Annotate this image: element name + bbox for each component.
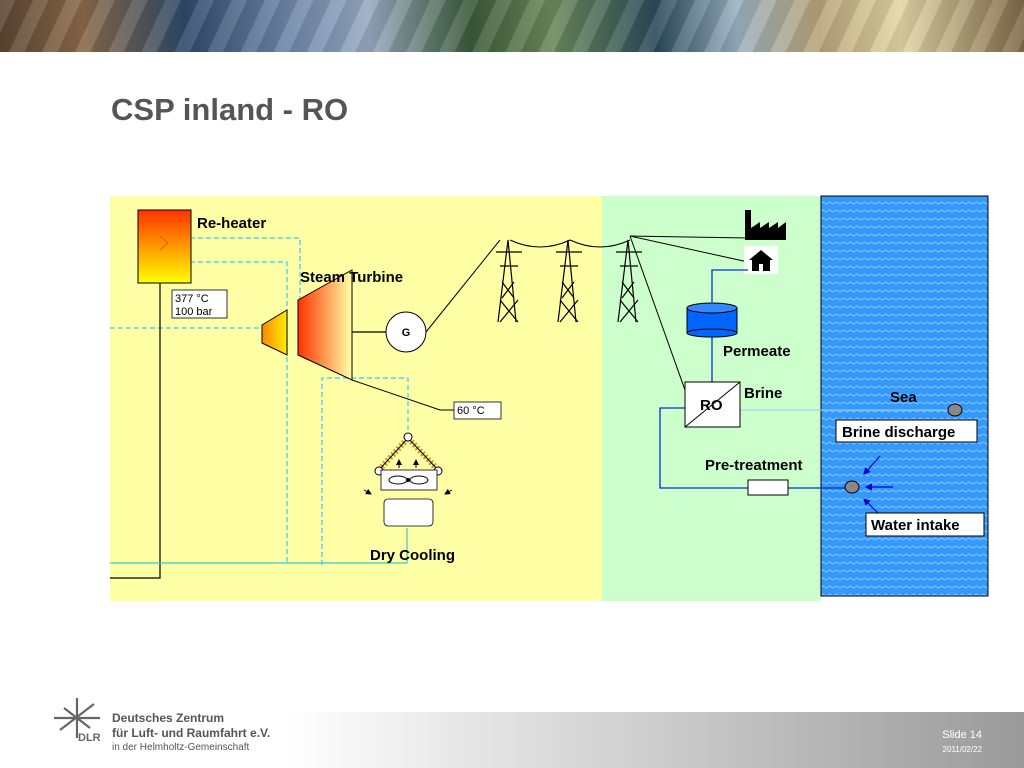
pre-treatment-label: Pre-treatment	[705, 457, 803, 474]
intake-arrow	[863, 455, 881, 475]
hp-turbine	[261, 309, 288, 356]
slide-title: CSP inland - RO	[111, 92, 349, 127]
permeate-tank	[686, 302, 738, 338]
org-name-line-2: für Luft- und Raumfahrt e.V.	[112, 726, 271, 740]
dashed-steam-lines	[110, 237, 409, 565]
factory-icon	[745, 210, 786, 240]
transmission-tower-icon	[556, 239, 582, 323]
water-intake-inlet	[844, 480, 860, 494]
brine-label: Brine	[744, 385, 782, 402]
permeate-label: Permeate	[723, 343, 791, 360]
dry-cooling-label: Dry Cooling	[370, 547, 455, 564]
cooling-temp-label: 60 °C	[457, 405, 485, 417]
transmission-tower-icon	[616, 239, 642, 323]
sea-label: Sea	[890, 389, 917, 406]
brine-discharge-box	[835, 419, 978, 443]
reheater-coil	[159, 235, 169, 251]
pre-treatment-unit	[747, 479, 789, 496]
intake-arrow	[863, 498, 881, 516]
ro-label: RO	[700, 397, 723, 414]
power-lines	[425, 235, 749, 391]
brine-discharge-label: Brine discharge	[842, 424, 955, 441]
steam-pressure-label: 100 bar	[175, 306, 213, 318]
banner-texture	[0, 0, 1024, 52]
generator-label: G	[402, 327, 411, 339]
reheater-label: Re-heater	[197, 215, 266, 232]
ro-membrane	[684, 381, 741, 428]
steam-condition-box	[171, 289, 228, 319]
cooling-temp-box	[453, 401, 502, 420]
header-banner	[0, 0, 1024, 52]
slide-date: 2011/02/22	[942, 745, 982, 754]
org-name-line-1: Deutsches Zentrum	[112, 711, 225, 725]
slide-number: Slide 14	[942, 729, 982, 741]
brine-outlet	[947, 403, 963, 417]
water-intake-label: Water intake	[871, 517, 960, 534]
steam-temp-label: 377 °C	[175, 293, 209, 305]
dlr-logo-icon: DLR	[54, 698, 101, 744]
steam-turbine-label: Steam Turbine	[300, 269, 403, 286]
org-name-line-3: in der Helmholtz-Gemeinschaft	[112, 742, 250, 753]
transmission-tower-icon	[496, 239, 522, 323]
water-intake-box	[865, 512, 985, 537]
fan-icon	[388, 475, 429, 485]
house-icon	[744, 246, 778, 274]
power-plant-zone	[110, 196, 602, 601]
exhaust-line	[351, 379, 454, 411]
dry-cooling-unit	[363, 432, 453, 527]
dlr-logo-text: DLR	[78, 732, 101, 744]
footer-bar	[0, 712, 1024, 768]
water-lines	[659, 269, 845, 489]
